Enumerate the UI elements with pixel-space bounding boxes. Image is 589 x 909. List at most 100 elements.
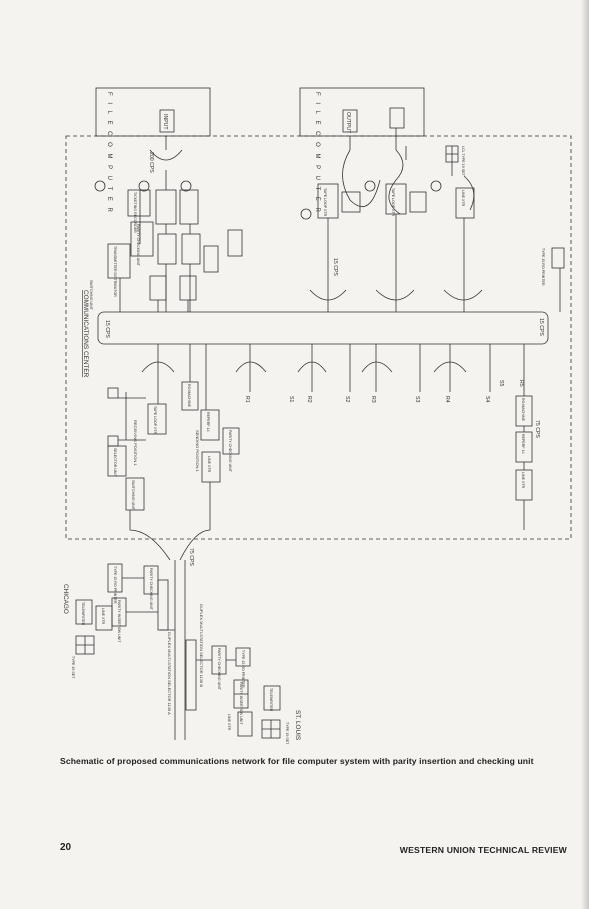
line-xtr-box-lower	[201, 451, 221, 483]
unit-box-b	[179, 189, 199, 225]
reel-6	[430, 180, 442, 192]
input-box	[159, 109, 175, 133]
reel-4	[300, 208, 312, 220]
ticketing-recorder-box	[127, 189, 151, 217]
tape-loop-xtr-box-1	[317, 183, 339, 219]
file-computer-label-right: F I L E C O M P U T E R	[314, 92, 320, 214]
lcl-set-label: LCL TYPE 19 SET	[461, 146, 465, 177]
tape-loop-xtr-label-2: TAPE LOOP XTR	[391, 188, 395, 217]
reperf-box-lower	[200, 409, 220, 441]
line-xtr-box-right	[455, 187, 475, 219]
unit-box-e	[203, 245, 219, 273]
output-label: OUTPUT	[345, 112, 351, 134]
switching-unit-label-lower: SWITCHING UNIT	[131, 480, 135, 511]
s2-label: S2	[344, 396, 350, 402]
unit-box-h	[149, 275, 167, 301]
stl-line-xtr-label: LINE XTR	[227, 714, 231, 731]
chicago-parity-checking-label: PARITY CHECKING UNIT	[149, 568, 153, 611]
tape-loop-xtr-box-lower	[147, 403, 167, 435]
stl-parity-insertion-label: PARITY INSERTION UNIT	[239, 682, 243, 725]
publication-title: WESTERN UNION TECHNICAL REVIEW	[399, 845, 567, 855]
stl-type15-label: TYPE 15 RO PRINTER	[241, 650, 245, 688]
chicago-type15-label: TYPE 15 RO PRINTER	[113, 566, 117, 604]
comm-center-label: COMMUNICATIONS CENTER	[82, 290, 89, 378]
s3-label: S3	[414, 396, 420, 402]
unit-box-d	[181, 233, 201, 265]
selector-unit-label: SELECTOR UNIT	[113, 448, 117, 477]
parity-checking-label-top: PARITY CHECKING UNIT	[136, 224, 140, 267]
r1-label: R1	[244, 396, 250, 403]
ro-machine-label-left: RO MACHINE	[187, 384, 191, 408]
connector-lines	[118, 128, 561, 740]
stl-parity-checking-label: PARITY CHECKING UNIT	[217, 648, 221, 691]
chicago-line-xtr-label: LINE XTR	[101, 608, 105, 625]
st-louis-label: ST. LOUIS	[294, 710, 301, 740]
r3-label: R3	[370, 396, 376, 403]
parity-checking-box-top	[130, 221, 154, 257]
cps-75-right-label: 75 CPS	[534, 420, 540, 438]
parity-checking-label-lower: PARITY CHECKING UNIT	[228, 430, 232, 473]
reel-1	[94, 180, 106, 192]
binding-shadow	[581, 0, 589, 909]
r5-label: R5	[518, 380, 524, 387]
duplex-selector-b-label: DUPLEX MULTI-STATION SELECTOR 1136 B	[199, 604, 204, 687]
stl-type15-box	[235, 647, 251, 667]
r4-label: R4	[444, 396, 450, 403]
small-box-b	[107, 435, 119, 447]
type15-printer-label-right: TYPE 15 RO PRINTER	[541, 248, 545, 286]
reel-2	[138, 180, 150, 192]
type19-cross-symbols	[76, 146, 458, 738]
file-computer-label-left: F I L E C O M P U T E R	[106, 92, 112, 214]
chicago-label: CHICAGO	[62, 584, 69, 614]
central-bus	[97, 311, 549, 345]
tape-loop-xtr-box-1b	[341, 191, 361, 213]
small-box-a	[107, 387, 119, 399]
duplex-selector-b-box	[185, 639, 197, 711]
stl-line-xtr-box	[237, 711, 253, 737]
chicago-type19-label: TYPE 19 SET	[71, 656, 75, 679]
tape-loop-curves	[342, 149, 475, 215]
s5-label: S5	[498, 380, 504, 386]
cps-75-city-label: 75 CPS	[188, 548, 194, 566]
ticketing-recorder-label: TICKETING RECORDER	[133, 192, 137, 233]
unit-box-g	[179, 275, 197, 301]
chicago-telewriter-box	[75, 599, 93, 625]
figure-caption: Schematic of proposed communications net…	[60, 756, 534, 766]
r2-label: R2	[306, 396, 312, 403]
chicago-telewriter-label: TELEWRITER	[81, 602, 85, 626]
s1-label: S1	[288, 396, 294, 402]
file-computer-left-box	[95, 87, 211, 137]
chicago-parity-insertion-label: PARITY INSERTION UNIT	[117, 600, 121, 643]
communications-center-boundary	[65, 135, 572, 540]
stl-telewriter-label: TELEWRITER	[269, 688, 273, 712]
line-xtr-label-lower: LINE XTR	[207, 456, 211, 473]
reperf-label-lower: REPERF 14	[206, 412, 210, 432]
unit-box-c	[157, 233, 177, 265]
unit-box-a	[155, 189, 177, 225]
tape-loop-xtr-box-2b	[409, 191, 427, 213]
switching-unit-box	[125, 477, 145, 511]
type15-printer-box-right	[551, 247, 565, 269]
duplex-selector-a-box	[157, 579, 169, 631]
switching-unit-label-top: SWITCHING UNIT	[89, 280, 93, 311]
line-xtr-label-right: LINE XTR	[461, 190, 465, 207]
output-box	[342, 109, 358, 133]
page-number: 20	[60, 842, 72, 853]
ro-machine-label-right: RO MACHINE	[521, 398, 525, 422]
reperf-label-right: REPERF 14	[521, 434, 525, 454]
s4-label: S4	[484, 396, 490, 402]
cps-15-bus-right-label: 15 CPS	[538, 318, 544, 336]
reel-5	[364, 180, 376, 192]
tape-reader-label: TRANSMITTER DISTRIBUTOR	[113, 246, 117, 297]
unit-box-f	[227, 229, 243, 257]
parity-checking-box-lower	[222, 427, 240, 455]
stl-telewriter-box	[263, 685, 281, 711]
stl-type19-label: TYPE 19 SET	[285, 722, 289, 745]
input-label: INPUT	[162, 114, 168, 130]
tape-loop-xtr-label-1: TAPE LOOP XTR	[323, 188, 327, 217]
cps-15-right-label: 15 CPS	[332, 258, 338, 276]
cps-200-label: 200 CPS	[148, 152, 154, 173]
tape-loop-xtr-label-lower: TAPE LOOP XTR	[153, 406, 157, 435]
cps-15-bus-left-label: 15 CPS	[104, 320, 110, 338]
